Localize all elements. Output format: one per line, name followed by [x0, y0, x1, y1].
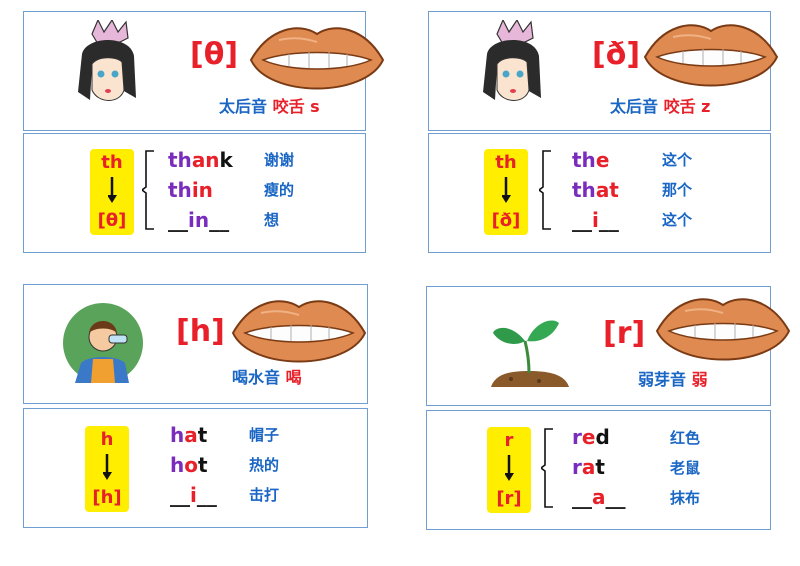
- sprout-illustration: [491, 318, 571, 389]
- word-meaning: 老鼠: [670, 459, 701, 477]
- down-arrow-icon: [103, 454, 113, 482]
- card-1-words: th [θ] thank thin __in__ 谢谢 瘦的 想: [23, 133, 366, 253]
- brace-icon: [541, 428, 554, 508]
- word-meaning: 瘦的: [264, 181, 295, 199]
- card-3-words: h [h] hat hot __i__ 帽子 热的 击打: [23, 408, 368, 528]
- example-word: thank: [168, 148, 233, 172]
- word-meaning: 热的: [249, 456, 280, 474]
- down-arrow-icon: [505, 455, 515, 483]
- example-word: rat: [572, 455, 605, 479]
- example-word: __i__: [572, 208, 619, 232]
- example-word: red: [572, 425, 610, 449]
- down-arrow-icon: [108, 177, 118, 205]
- mnemonic-caption: 太后音 咬舌 z: [610, 97, 711, 116]
- card-2-header: [ð] 太后音 咬舌 z: [428, 11, 778, 131]
- example-word: that: [572, 178, 619, 202]
- phonetic-symbol: [h]: [176, 314, 225, 349]
- example-word: __i__: [170, 483, 217, 507]
- brace-icon: [142, 150, 155, 230]
- example-word: hot: [170, 453, 208, 477]
- example-word: hat: [170, 423, 208, 447]
- lips-icon: [232, 300, 366, 363]
- queen-girl-illustration: [77, 20, 137, 102]
- example-word: the: [572, 148, 610, 172]
- phonetic-symbol: [r]: [603, 316, 646, 351]
- boy-drinking-illustration: [63, 303, 143, 383]
- card-3-header: [h] 喝水音 喝: [23, 284, 368, 404]
- letter-sound-box: r [r]: [487, 427, 531, 513]
- phonetic-symbol: [θ]: [190, 37, 239, 72]
- letter-sound-box: th [ð]: [484, 149, 528, 235]
- mnemonic-caption: 太后音 咬舌 s: [219, 97, 320, 116]
- word-meaning: 谢谢: [264, 151, 295, 169]
- word-meaning: 想: [264, 211, 280, 229]
- lips-icon: [250, 27, 384, 90]
- mnemonic-caption: 弱芽音 弱: [638, 370, 708, 389]
- word-meaning: 这个: [662, 211, 693, 229]
- queen-girl-illustration: [482, 20, 542, 102]
- word-meaning: 这个: [662, 151, 693, 169]
- card-4-words: r [r] red rat __a__ 红色 老鼠 抹布: [426, 410, 771, 530]
- lips-icon: [656, 298, 790, 361]
- brace-icon: [539, 150, 552, 230]
- word-meaning: 抹布: [670, 489, 701, 507]
- example-word: __in__: [168, 208, 230, 232]
- lips-icon: [644, 24, 778, 87]
- card-1-header: [θ] 太后音 咬舌 s: [23, 11, 384, 131]
- down-arrow-icon: [502, 177, 512, 205]
- phonetic-symbol: [ð]: [592, 37, 641, 72]
- word-meaning: 红色: [670, 429, 701, 447]
- card-2-words: th [ð] the that __i__ 这个 那个 这个: [428, 133, 771, 253]
- letter-sound-box: h [h]: [85, 426, 129, 512]
- word-meaning: 击打: [249, 486, 280, 504]
- letter-sound-box: th [θ]: [90, 149, 134, 235]
- mnemonic-caption: 喝水音 喝: [232, 368, 302, 387]
- example-word: __a__: [572, 485, 626, 509]
- card-4-header: [r] 弱芽音 弱: [426, 286, 790, 406]
- example-word: thin: [168, 178, 213, 202]
- word-meaning: 帽子: [249, 426, 280, 444]
- word-meaning: 那个: [662, 181, 693, 199]
